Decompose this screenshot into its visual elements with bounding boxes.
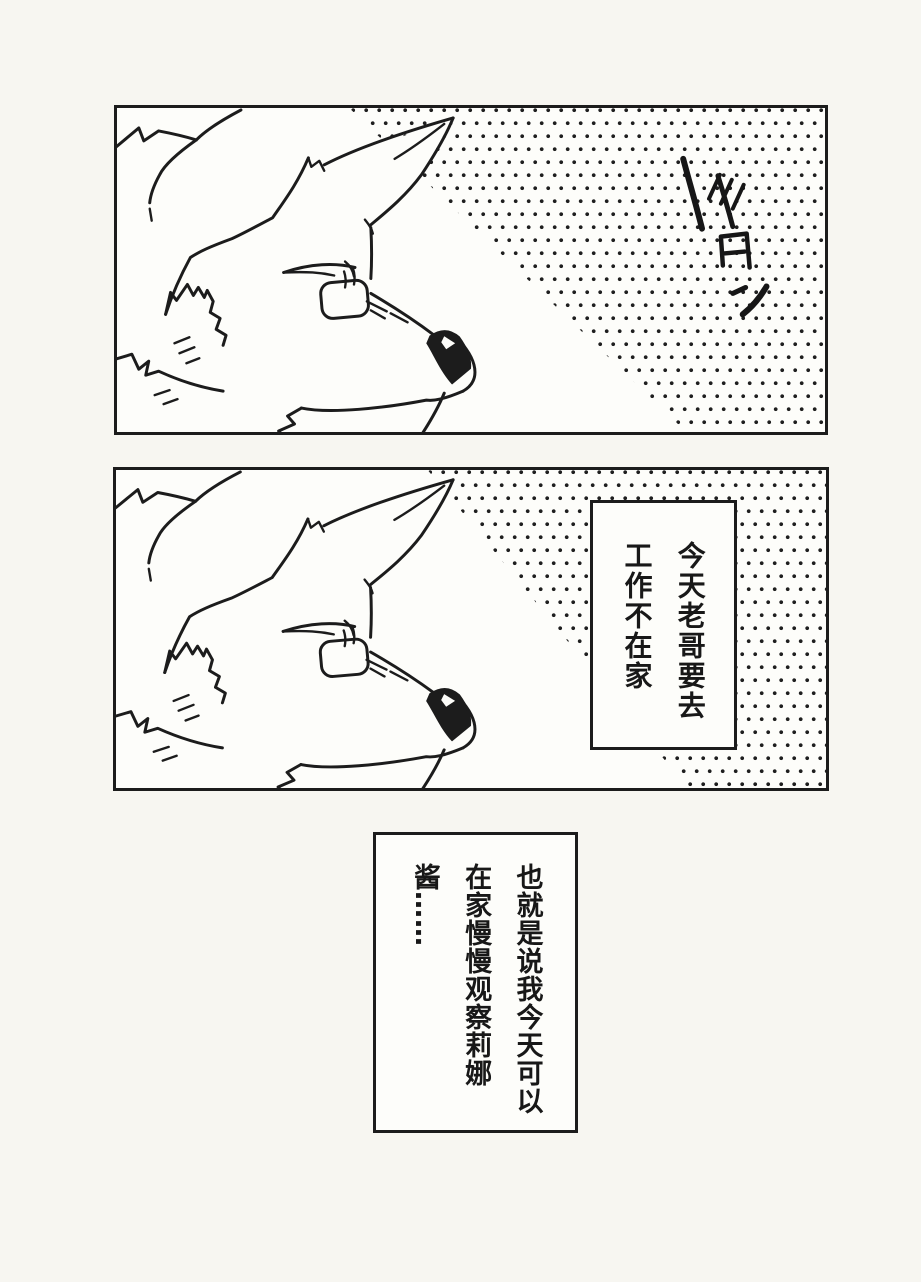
narration-text: 也就是说我今天可以 在家慢慢观察莉娜酱…… — [408, 863, 543, 1115]
panel-1: バタン — [114, 105, 828, 435]
panel-2: 今天老哥要去 工作不在家 — [113, 467, 829, 791]
speech-text: 今天老哥要去 工作不在家 — [620, 541, 707, 721]
speech-box: 今天老哥要去 工作不在家 — [590, 500, 737, 750]
sfx-strokes — [680, 155, 770, 318]
narration-box: 也就是说我今天可以 在家慢慢观察莉娜酱…… — [373, 832, 578, 1133]
